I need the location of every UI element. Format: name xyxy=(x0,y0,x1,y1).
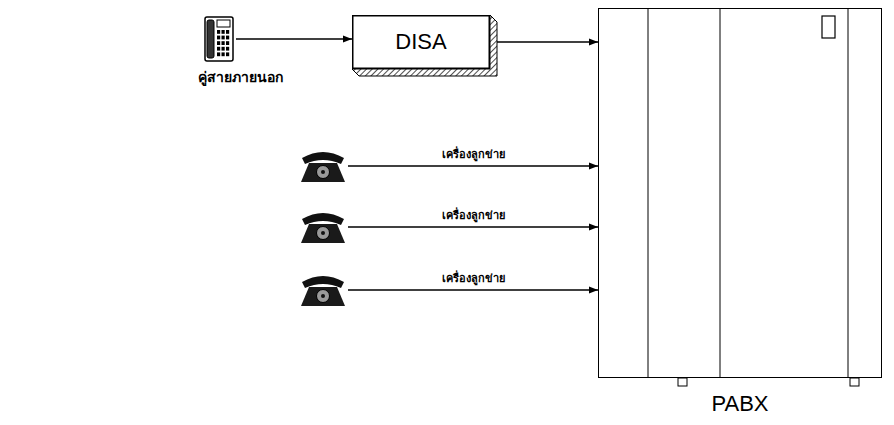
desk-phone-icon xyxy=(300,149,346,183)
caller-label: คู่สายภายนอก xyxy=(198,66,283,88)
desk-phone-icon xyxy=(300,273,346,307)
extension-phone xyxy=(300,273,346,311)
line-label: เครื่องลูกข่าย xyxy=(440,145,507,163)
box-label: DISA xyxy=(352,29,490,55)
disa-box: DISA xyxy=(352,15,490,69)
signal-arrow xyxy=(348,289,598,291)
extension-phone xyxy=(300,210,346,248)
desk-phone-icon xyxy=(300,210,346,244)
line-label: เครื่องลูกข่าย xyxy=(440,269,507,287)
signal-arrow xyxy=(236,38,352,40)
cabinet-label: PABX xyxy=(599,391,881,417)
cabinet-detail xyxy=(598,8,882,378)
signal-arrow xyxy=(348,226,598,228)
pabx-cabinet: PABX xyxy=(598,8,882,378)
external-phone: คู่สายภายนอก xyxy=(198,16,283,88)
line-label: เครื่องลูกข่าย xyxy=(440,206,507,224)
signal-arrow xyxy=(348,165,598,167)
keypad-phone-icon xyxy=(204,16,234,62)
extension-phone xyxy=(300,149,346,187)
signal-arrow xyxy=(492,41,598,43)
